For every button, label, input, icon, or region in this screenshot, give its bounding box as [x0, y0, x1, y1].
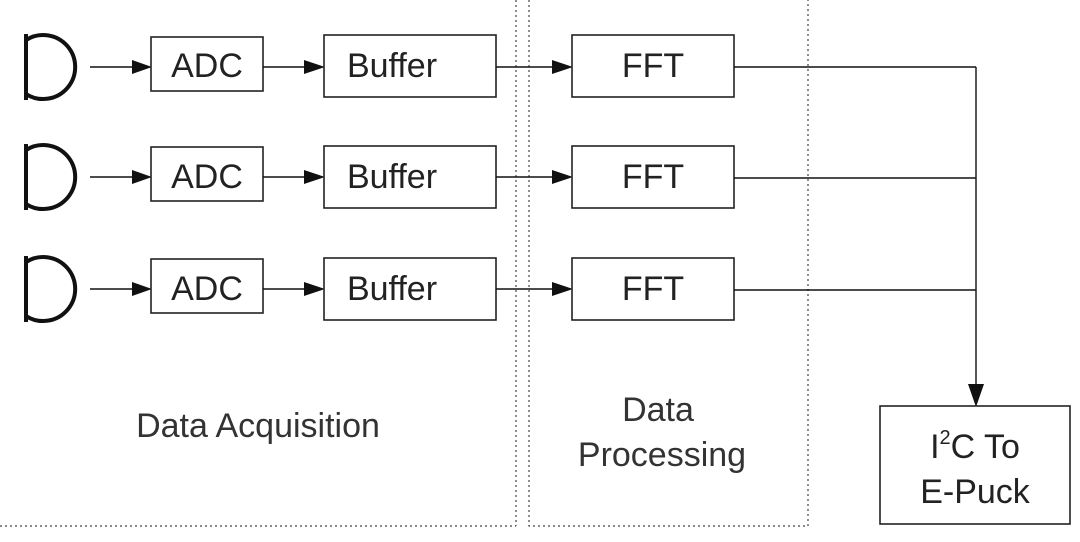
adc-label: ADC	[171, 158, 243, 196]
buffer-block	[323, 257, 497, 321]
i2c-output-line1: I2C To	[930, 427, 1020, 466]
fft-block	[571, 145, 735, 209]
adc-label: ADC	[171, 47, 243, 85]
arrowhead	[304, 170, 325, 184]
buffer-label: Buffer	[347, 270, 437, 308]
region-borders	[0, 0, 809, 527]
buffer-label: Buffer	[347, 47, 437, 85]
arrowhead	[132, 170, 152, 184]
buffer-label: Buffer	[347, 158, 437, 196]
arrowhead	[552, 60, 573, 74]
fft-label: FFT	[622, 47, 684, 85]
arrowhead	[552, 170, 573, 184]
buffer-block	[323, 34, 497, 98]
pipeline-row-1: ADC Buffer FFT	[24, 33, 976, 101]
adc-block	[150, 146, 264, 202]
i2c-output-line2: E-Puck	[920, 473, 1031, 511]
microphone-icon	[24, 143, 78, 211]
arrowhead	[968, 384, 984, 407]
fft-label: FFT	[622, 270, 684, 308]
adc-label: ADC	[171, 270, 243, 308]
arrowhead	[132, 60, 152, 74]
processing-region-border	[528, 0, 809, 527]
arrowhead	[552, 282, 573, 296]
arrowhead	[132, 282, 152, 296]
fft-block	[571, 257, 735, 321]
data-acquisition-label: Data Acquisition	[136, 407, 380, 445]
i2c-suffix: C To	[951, 428, 1020, 466]
arrowhead	[304, 282, 325, 296]
adc-block	[150, 258, 264, 314]
i2c-prefix: I	[930, 428, 939, 466]
arrowhead	[304, 60, 325, 74]
data-processing-label-line1: Data	[622, 391, 694, 429]
buffer-block	[323, 145, 497, 209]
microphone-icon	[24, 33, 78, 101]
i2c-output-block	[879, 405, 1071, 525]
pipeline-row-3: ADC Buffer FFT	[24, 255, 976, 323]
pipeline-row-2: ADC Buffer FFT	[24, 143, 976, 211]
microphone-icon	[24, 255, 78, 323]
fft-block	[571, 34, 735, 98]
i2c-superscript: 2	[940, 427, 951, 449]
fft-label: FFT	[622, 158, 684, 196]
data-processing-label-line2: Processing	[578, 436, 746, 474]
adc-block	[150, 36, 264, 92]
